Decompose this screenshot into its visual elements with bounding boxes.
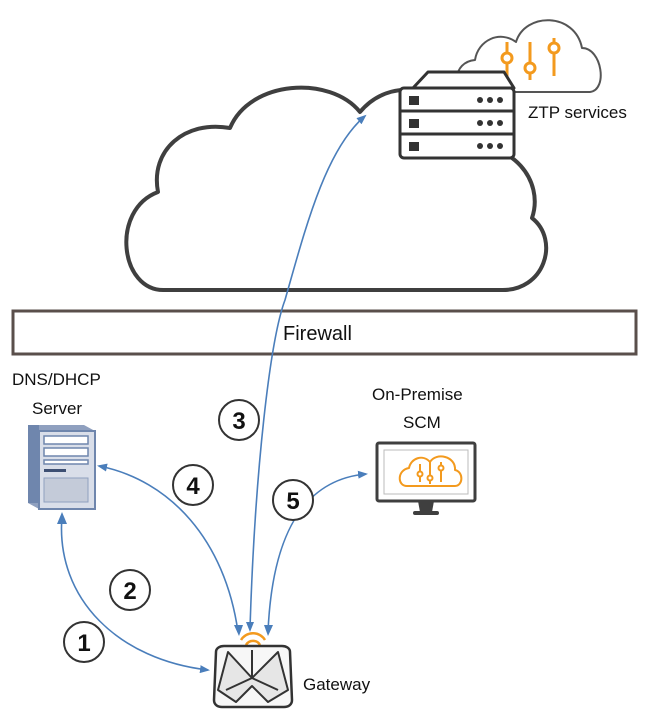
on-premise-label-line2: SCM	[403, 413, 441, 432]
arrow-step-5-head-start	[264, 625, 273, 636]
arrow-step-4	[97, 463, 239, 633]
gateway-router-icon	[212, 631, 294, 709]
arrow-step-1-2	[60, 515, 210, 674]
firewall-bar	[11, 309, 638, 356]
step-badge-5: 5	[272, 479, 314, 521]
gateway-label: Gateway	[303, 675, 371, 694]
ztp-services-label: ZTP services	[528, 103, 627, 122]
step-badge-3: 3	[218, 399, 260, 441]
step-number-5: 5	[286, 488, 299, 515]
step-badge-1: 1	[63, 621, 105, 663]
arrow-step-3	[249, 114, 367, 629]
dns-dhcp-label-line2: Server	[32, 399, 82, 418]
step-number-2: 2	[123, 578, 136, 605]
firewall-label: Firewall	[283, 323, 352, 345]
arrow-step-4-head-start	[234, 625, 243, 636]
monitor-settings-icon	[375, 441, 477, 515]
step-number-4: 4	[186, 473, 200, 500]
server-rack-icon	[398, 70, 516, 160]
step-number-3: 3	[232, 408, 245, 435]
step-badge-4: 4	[172, 464, 214, 506]
step-badge-2: 2	[109, 569, 151, 611]
arrow-step-3-head-start	[246, 622, 254, 632]
dns-dhcp-label-line1: DNS/DHCP	[12, 370, 101, 389]
tower-server-icon	[28, 425, 96, 510]
on-premise-label-line1: On-Premise	[372, 385, 463, 404]
step-number-1: 1	[77, 630, 90, 657]
arrow-step-1-2-head-start	[57, 512, 67, 524]
